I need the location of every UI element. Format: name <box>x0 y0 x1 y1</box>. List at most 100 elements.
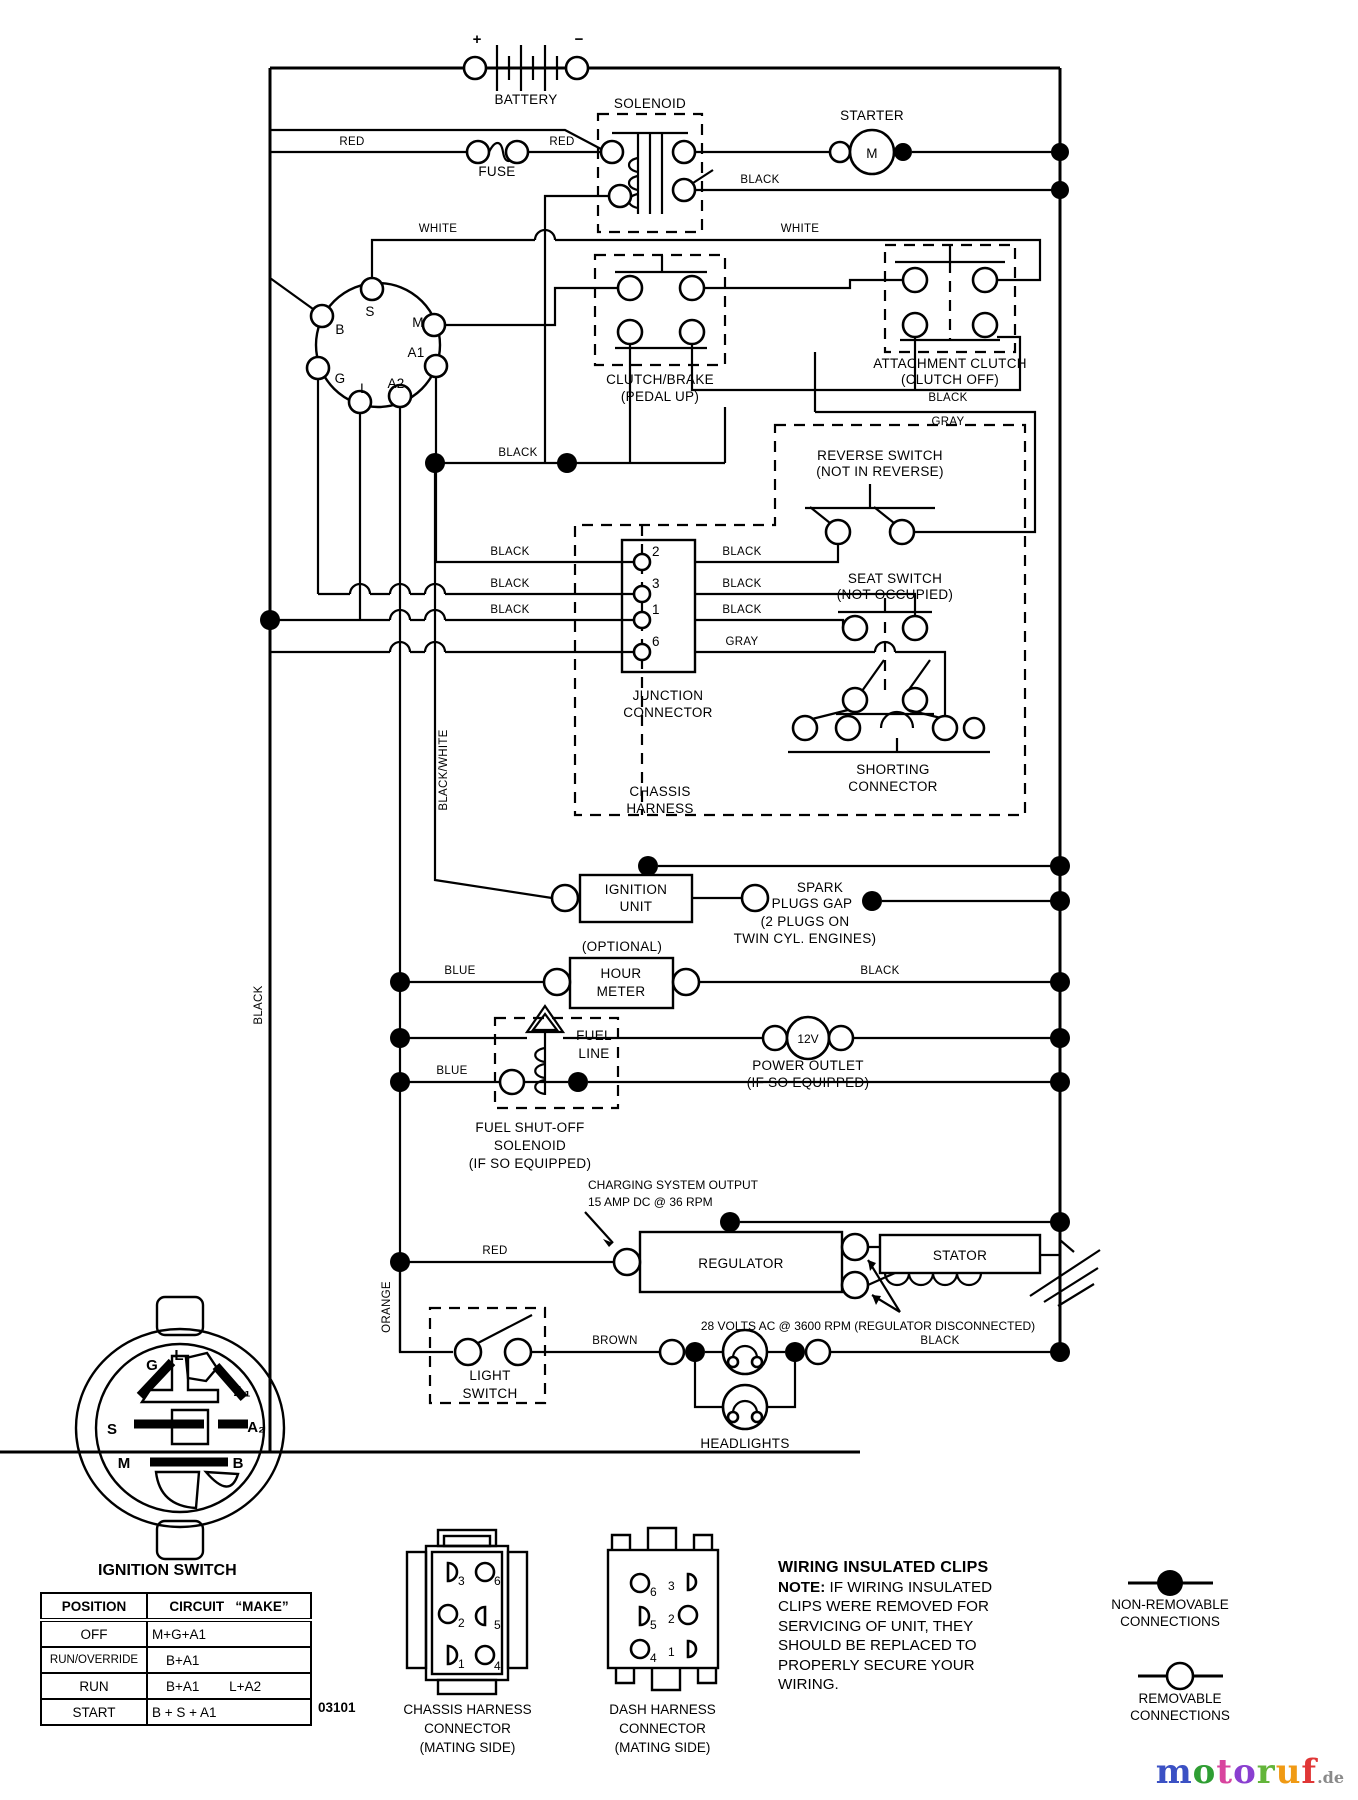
logo-letter: o <box>1192 1752 1217 1792</box>
key-face-a2: A₂ <box>247 1419 265 1436</box>
table-row-off: OFF M+G+A1 <box>40 1619 312 1648</box>
chassis-connector-label-2: CONNECTOR <box>424 1721 511 1736</box>
wire-label-black-attachment: BLACK <box>928 392 967 404</box>
solenoid-symbol: SOLENOID <box>596 96 714 234</box>
table-header-circuit: CIRCUIT “MAKE” <box>146 1592 312 1622</box>
shorting-connector-label-1: SHORTING <box>856 762 929 777</box>
fuel-shutoff-label-3: (IF SO EQUIPPED) <box>469 1156 592 1171</box>
black-white-column: BLACK/WHITE <box>433 463 553 900</box>
light-switch-label-2: SWITCH <box>462 1386 517 1401</box>
key-face-g: G <box>146 1357 158 1374</box>
table-header-position: POSITION <box>40 1592 148 1622</box>
seat-switch: SEAT SWITCH (NOT OCCUPIED) <box>811 571 953 721</box>
fuse-symbol: RED RED FUSE <box>270 128 602 179</box>
legend-removable-1: REMOVABLE <box>1138 1691 1222 1706</box>
dash-pin-4: 4 <box>650 1651 657 1665</box>
wire-label-black-headlight: BLACK <box>920 1335 959 1347</box>
wiring-note: WIRING INSULATED CLIPS NOTE: IF WIRING I… <box>778 1558 1048 1695</box>
ignition-unit-label-1: IGNITION <box>605 882 667 897</box>
starter-m: M <box>866 146 878 161</box>
ignition-switch-table: POSITION CIRCUIT “MAKE” OFF M+G+A1 RUN/O… <box>40 1592 312 1726</box>
dash-connector-label: DASH HARNESS CONNECTOR (MATING SIDE) <box>585 1700 740 1757</box>
power-buses <box>268 66 1062 1452</box>
reverse-switch-label-2: (NOT IN REVERSE) <box>816 464 944 479</box>
chassis-pin-6: 6 <box>494 1574 501 1588</box>
logo-letter: r <box>1256 1752 1276 1792</box>
dash-connector-label-2: CONNECTOR <box>619 1721 706 1736</box>
shorting-connector: SHORTING CONNECTOR <box>788 710 990 794</box>
position-off: OFF <box>40 1619 148 1648</box>
power-outlet-label-1: POWER OUTLET <box>752 1058 864 1073</box>
logo-letter: o <box>1233 1752 1257 1792</box>
battery-minus: − <box>575 31 584 48</box>
terminal-m: M <box>412 315 424 330</box>
power-outlet-12v: 12V <box>797 1032 818 1046</box>
dash-pin-5: 5 <box>650 1618 657 1632</box>
wire-label-black-bus: BLACK <box>253 985 265 1024</box>
motoruf-logo: motoruf.de <box>1156 1752 1344 1792</box>
junction-connector-label-2: CONNECTOR <box>623 705 712 720</box>
regulator-label: REGULATOR <box>698 1256 783 1271</box>
attachment-clutch-label-1: ATTACHMENT CLUTCH <box>873 356 1027 371</box>
wire-label-black-j-right-1: BLACK <box>722 546 761 558</box>
reverse-switch-label-1: REVERSE SWITCH <box>817 448 943 463</box>
regulator-stator: CHARGING SYSTEM OUTPUT 15 AMP DC @ 36 RP… <box>390 1178 1070 1333</box>
wire-label-black-white: BLACK/WHITE <box>438 729 450 810</box>
legend-non-removable-1: NON-REMOVABLE <box>1111 1597 1229 1612</box>
key-face-l: L <box>174 1347 183 1364</box>
chassis-pin-3: 3 <box>458 1574 465 1588</box>
make-run-1: B+A1 <box>166 1678 200 1694</box>
table-header-make-label: “MAKE” <box>235 1598 289 1614</box>
hour-meter-label-1: HOUR <box>601 966 642 981</box>
terminal-s: S <box>365 304 374 319</box>
dash-connector-label-3: (MATING SIDE) <box>614 1740 711 1755</box>
clutch-brake-label-2: (PEDAL UP) <box>621 389 699 404</box>
make-run-2: L+A2 <box>229 1678 262 1694</box>
key-face-m: M <box>118 1455 131 1472</box>
key-face-s: S <box>107 1421 117 1438</box>
reverse-switch: REVERSE SWITCH (NOT IN REVERSE) <box>805 448 944 546</box>
dash-pin-1: 1 <box>668 1645 675 1659</box>
shorting-connector-label-2: CONNECTOR <box>848 779 937 794</box>
legend-symbols <box>1128 1570 1223 1691</box>
dash-pin-2: 2 <box>668 1612 675 1626</box>
note-label: NOTE: <box>778 1578 826 1596</box>
clutch-brake-switch: CLUTCH/BRAKE (PEDAL UP) <box>593 253 903 463</box>
seat-switch-label-1: SEAT SWITCH <box>848 571 942 586</box>
clutch-brake-label-1: CLUTCH/BRAKE <box>606 372 714 387</box>
light-switch: ORANGE LIGHT SWITCH <box>381 1262 547 1405</box>
chassis-harness-label-2: HARNESS <box>626 801 693 816</box>
power-outlet: 12V POWER OUTLET (IF SO EQUIPPED) <box>747 1015 1070 1090</box>
wiring-note-heading: WIRING INSULATED CLIPS <box>778 1559 989 1576</box>
chassis-harness-connector: 3 6 2 5 1 4 <box>405 1528 529 1696</box>
logo-letter: u <box>1275 1752 1302 1792</box>
table-row-start: START B + S + A1 <box>40 1698 312 1726</box>
wire-label-orange: ORANGE <box>381 1281 393 1333</box>
dash-pin-3: 3 <box>668 1579 675 1593</box>
key-face-b: B <box>233 1455 244 1472</box>
fuse-label: FUSE <box>478 164 515 179</box>
junction-right-wires: BLACK BLACK BLACK GRAY <box>695 544 947 716</box>
wire-label-red-regulator: RED <box>482 1245 507 1257</box>
make-run-override: B+A1 <box>146 1646 312 1674</box>
white-wire: WHITE WHITE <box>370 223 1042 282</box>
junction-pin-6: 6 <box>652 634 660 649</box>
fuel-shutoff-label-2: SOLENOID <box>494 1138 566 1153</box>
chassis-pin-5: 5 <box>494 1618 501 1632</box>
junction-connector-label-1: JUNCTION <box>633 688 704 703</box>
table-row-run-override: RUN/OVERRIDE B+A1 <box>40 1646 312 1674</box>
fuel-label-1: FUEL <box>576 1028 612 1043</box>
headlights: BROWN BLACK HEADLIGHTS <box>531 1328 1070 1451</box>
logo-letter: t <box>1216 1752 1234 1792</box>
fuel-label-2: LINE <box>578 1046 609 1061</box>
wire-label-white-left: WHITE <box>419 223 458 235</box>
wire-label-black-solenoid: BLACK <box>740 174 779 186</box>
wiring-note-line-3: SERVICING OF UNIT, THEY <box>778 1617 974 1635</box>
dash-harness-connector: 6 3 5 2 4 1 <box>606 1526 720 1692</box>
make-off: M+G+A1 <box>146 1619 312 1648</box>
wire-label-red-right: RED <box>549 136 574 148</box>
ignition-unit: IGNITION UNIT <box>550 856 1070 924</box>
chassis-connector-label-3: (MATING SIDE) <box>419 1740 516 1755</box>
wire-label-black-j-right-2: BLACK <box>722 578 761 590</box>
